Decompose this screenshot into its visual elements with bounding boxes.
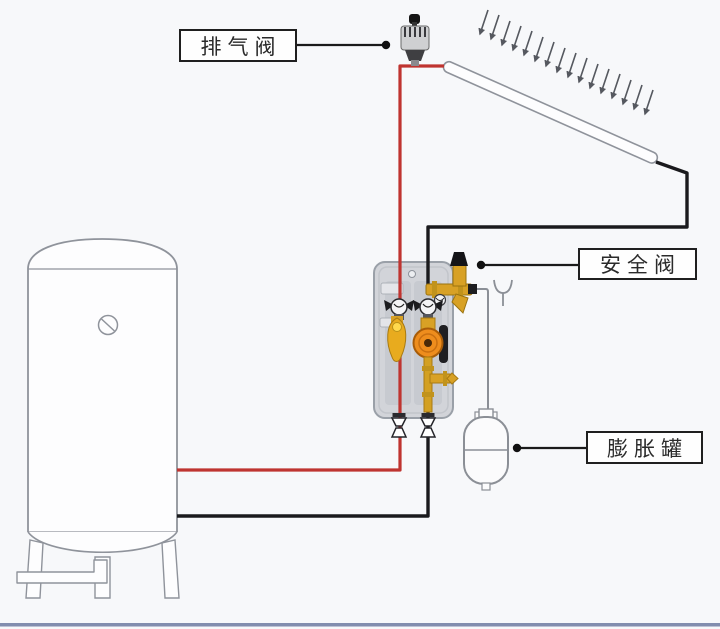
union-right: [419, 413, 437, 438]
union-left: [390, 413, 408, 438]
tank-drain-pipe: [16, 559, 108, 584]
air-vent-valve: [400, 14, 430, 66]
discharge-funnel-icon: [493, 279, 513, 306]
pump-station-components: [384, 252, 477, 413]
valve-head-right: [413, 298, 443, 320]
safety-valve: [425, 252, 477, 314]
storage-tank: [16, 238, 180, 599]
callout-leaders: [297, 40, 586, 453]
footer-line: [0, 623, 720, 627]
discharge-line: [477, 288, 489, 410]
label-air-vent-valve: 排气阀: [179, 29, 297, 62]
expansion-tank: [463, 408, 509, 491]
circulation-pump: [412, 317, 448, 363]
return-pipe-black: [177, 160, 689, 518]
fill-drain-valve: [422, 356, 459, 413]
flow-meter: [387, 316, 407, 362]
tank-port-icon: [97, 314, 119, 336]
label-safety-valve: 安全阀: [578, 248, 697, 280]
label-expansion-tank: 膨胀罐: [586, 431, 703, 464]
hot-pipe-red: [177, 64, 444, 472]
solar-collector: [442, 60, 659, 164]
pipe-unions: [390, 413, 437, 438]
